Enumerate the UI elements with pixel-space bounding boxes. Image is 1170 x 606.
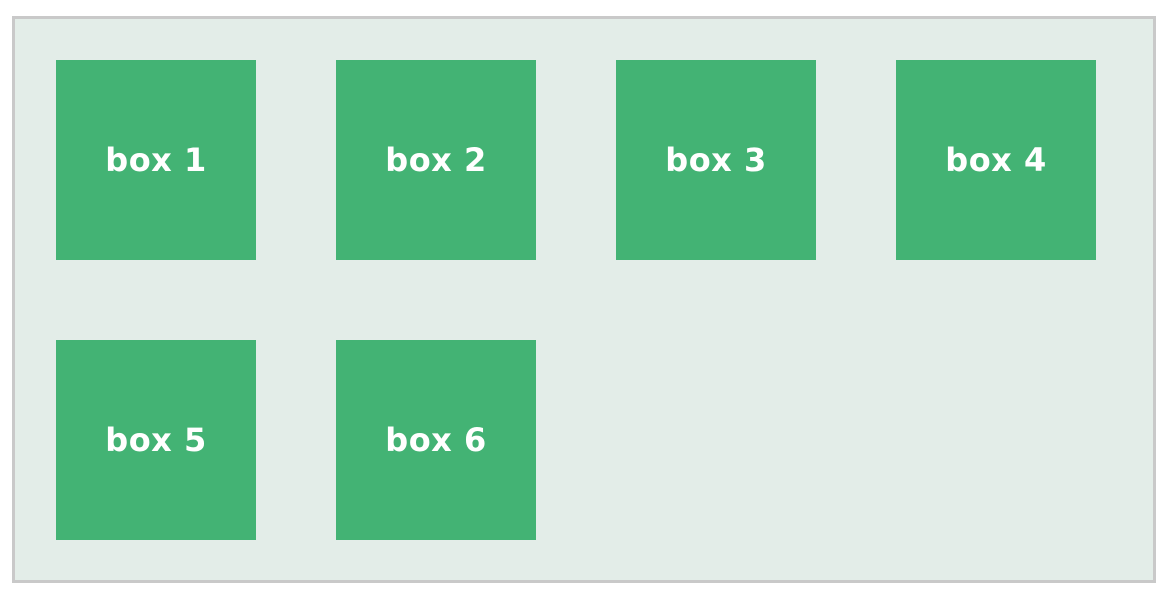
box-2-label: box 2	[385, 141, 487, 179]
box-6: box 6	[336, 340, 536, 540]
box-1: box 1	[56, 60, 256, 260]
box-5-label: box 5	[105, 421, 207, 459]
box-4-label: box 4	[945, 141, 1047, 179]
box-1-label: box 1	[105, 141, 207, 179]
box-3-label: box 3	[665, 141, 767, 179]
box-6-label: box 6	[385, 421, 487, 459]
grid-container: box 1 box 2 box 3 box 4 box 5 box 6	[12, 16, 1156, 583]
box-2: box 2	[336, 60, 536, 260]
box-5: box 5	[56, 340, 256, 540]
box-3: box 3	[616, 60, 816, 260]
box-4: box 4	[896, 60, 1096, 260]
